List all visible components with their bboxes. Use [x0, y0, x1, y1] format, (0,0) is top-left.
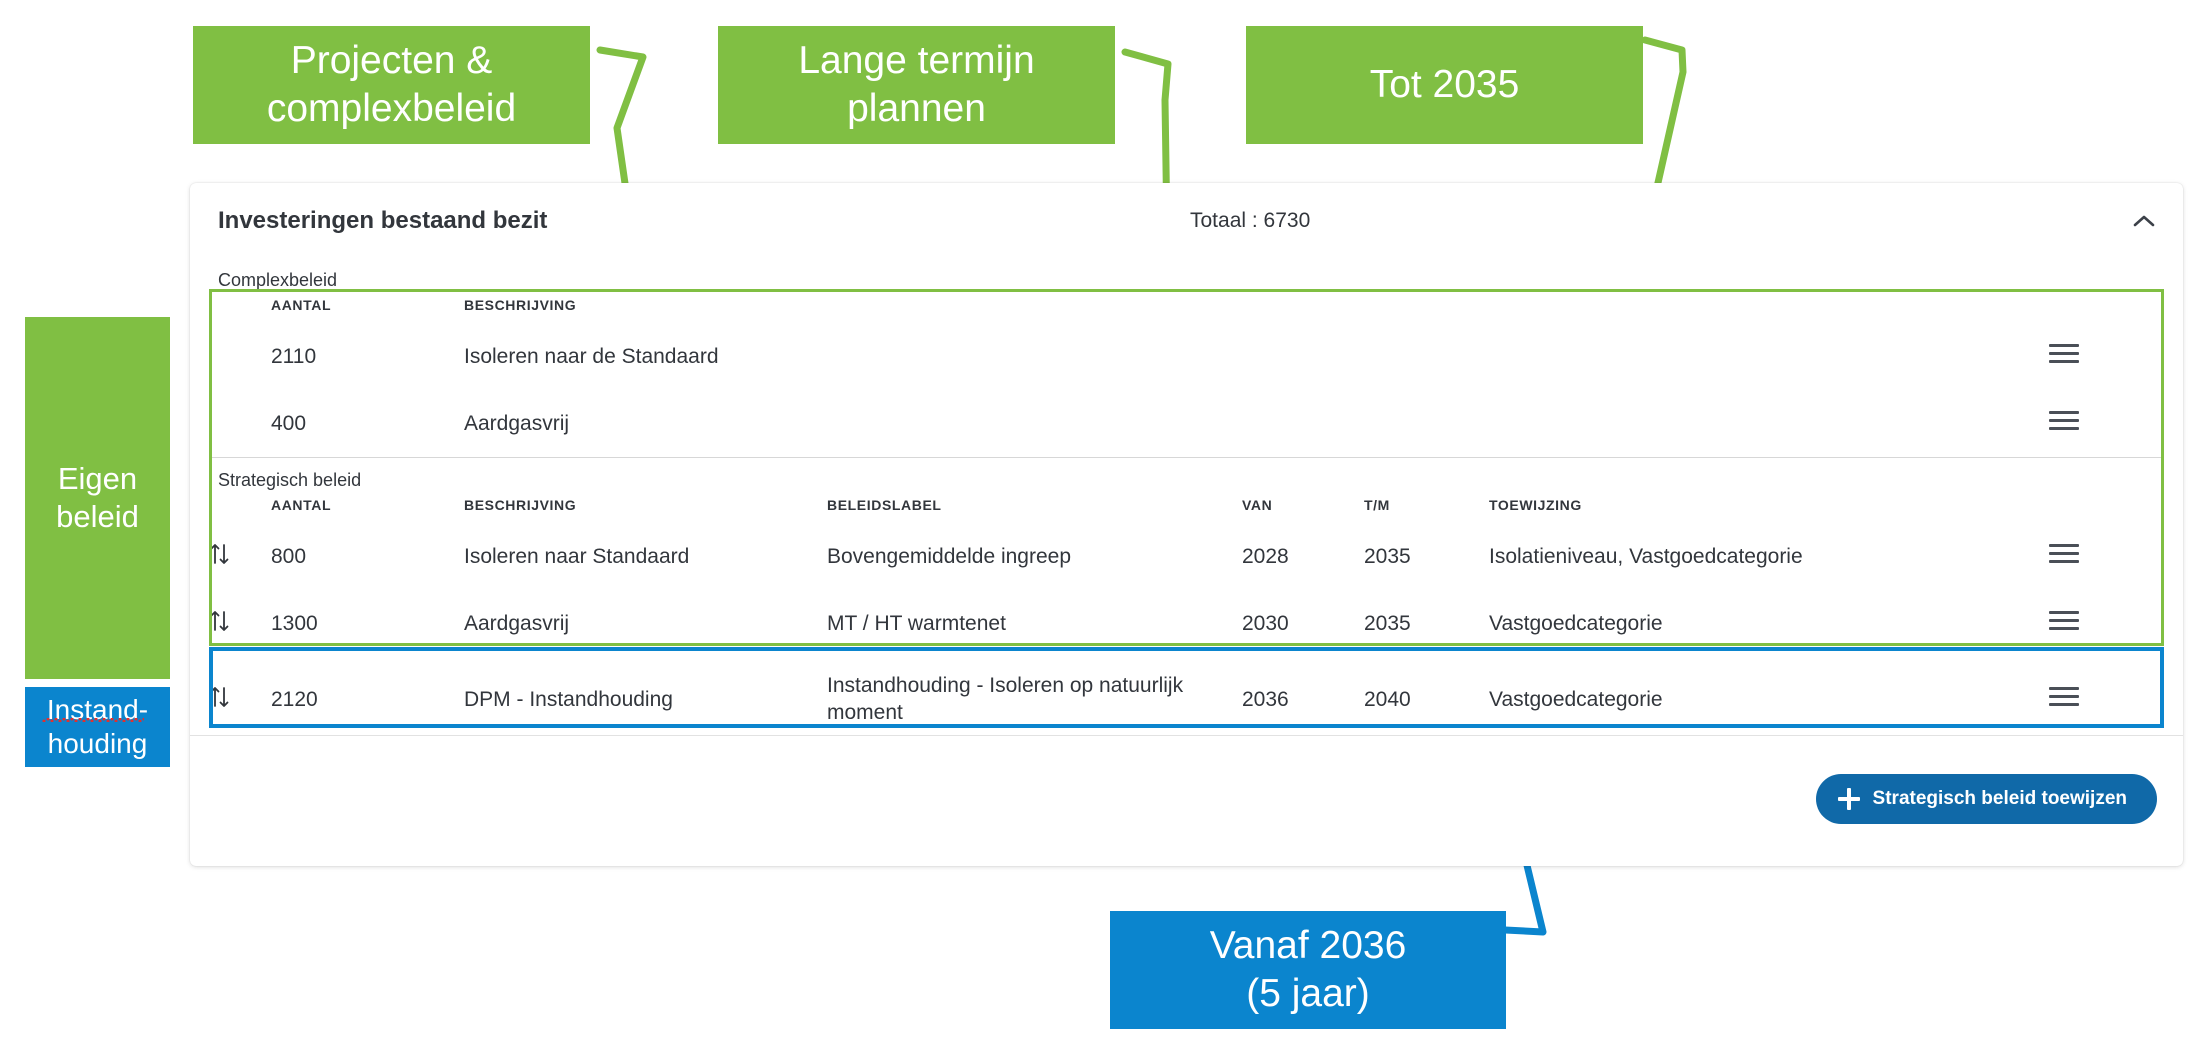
investeringen-card: Investeringen bestaand bezit Totaal : 67… [190, 183, 2183, 866]
row-sort-cell [209, 657, 271, 743]
row-menu-cell [2049, 590, 2164, 657]
cell-beschrijving: Aardgasvrij [464, 611, 570, 635]
row-menu-cell [2049, 657, 2164, 743]
cell-empty-4 [1489, 323, 2049, 390]
cell-tm: 2035 [1364, 544, 1411, 568]
table-row[interactable]: 2110 Isoleren naar de Standaard [209, 323, 2164, 390]
cell-aantal: 1300 [271, 611, 318, 635]
cell-aantal: 2120 [271, 687, 318, 711]
col-toewijzing: TOEWIJZING [1489, 497, 1582, 513]
table-header-row: AANTAL BESCHRIJVING [209, 289, 2164, 323]
col-empty-2 [1242, 289, 1364, 323]
card-header: Investeringen bestaand bezit Totaal : 67… [190, 183, 2183, 259]
cell-empty-1 [827, 390, 1242, 458]
col-tm: T/M [1364, 497, 1390, 513]
col-beschrijving: BESCHRIJVING [464, 497, 577, 513]
cell-beschrijving: Aardgasvrij [464, 390, 827, 458]
col-spacer [209, 289, 271, 323]
hamburger-menu-icon[interactable] [2049, 406, 2079, 435]
cell-van: 2028 [1242, 544, 1289, 568]
cell-tm: 2035 [1364, 611, 1411, 635]
sort-updown-icon[interactable] [209, 684, 231, 710]
page-title: Investeringen bestaand bezit [218, 207, 548, 234]
assign-strategic-policy-button[interactable]: Strategisch beleid toewijzen [1815, 774, 2157, 824]
row-spacer [209, 323, 271, 390]
col-menu [2049, 489, 2164, 523]
section-label-complexbeleid: Complexbeleid [218, 270, 338, 290]
cell-beleidslabel: MT / HT warmtenet [827, 611, 1006, 635]
complexbeleid-table: AANTAL BESCHRIJVING 2110 Isoleren naar d… [209, 289, 2164, 458]
cell-beschrijving: DPM - Instandhouding [464, 687, 673, 711]
cell-aantal: 2110 [271, 344, 317, 368]
cell-toewijzing: Vastgoedcategorie [1489, 611, 1663, 635]
callout-instandhouding: Instand- houding [25, 687, 170, 767]
col-empty-3 [1364, 289, 1489, 323]
table-header-row: AANTAL BESCHRIJVING BELEIDSLABEL VAN T/M… [209, 489, 2164, 523]
callout-eigen-beleid: Eigen beleid [25, 317, 170, 679]
col-empty-4 [1489, 289, 2049, 323]
cell-beschrijving: Isoleren naar Standaard [464, 544, 690, 568]
cell-beleidslabel: Bovengemiddelde ingreep [827, 544, 1072, 568]
cell-tm: 2040 [1364, 687, 1411, 711]
cell-empty-4 [1489, 390, 2049, 458]
plus-icon [1837, 788, 1860, 810]
cell-empty-2 [1242, 323, 1364, 390]
col-beleidslabel: BELEIDSLABEL [827, 497, 942, 513]
card-footer: Strategisch beleid toewijzen [190, 735, 2183, 866]
row-sort-cell [209, 590, 271, 657]
col-beschrijving: BESCHRIJVING [464, 297, 577, 313]
cell-van: 2030 [1242, 611, 1289, 635]
sort-updown-icon[interactable] [209, 608, 231, 634]
table-row[interactable]: 800 Isoleren naar Standaard Bovengemidde… [209, 523, 2164, 590]
table-row[interactable]: 2120 DPM - Instandhouding Instandhouding… [209, 657, 2164, 743]
sort-updown-icon[interactable] [209, 541, 231, 567]
cell-empty-2 [1242, 390, 1364, 458]
row-menu-cell [2049, 390, 2164, 458]
col-aantal: AANTAL [271, 497, 332, 513]
cell-beschrijving: Isoleren naar de Standaard [464, 344, 719, 368]
hamburger-menu-icon[interactable] [2049, 339, 2079, 368]
row-menu-cell [2049, 523, 2164, 590]
chevron-up-icon[interactable] [2127, 204, 2161, 238]
assign-button-label: Strategisch beleid toewijzen [1872, 788, 2127, 809]
table-row[interactable]: 1300 Aardgasvrij MT / HT warmtenet 2030 … [209, 590, 2164, 657]
cell-van: 2036 [1242, 687, 1289, 711]
cell-aantal: 800 [271, 544, 307, 568]
section-label-strategisch-beleid: Strategisch beleid [218, 470, 362, 490]
col-van: VAN [1242, 497, 1273, 513]
cell-toewijzing: Vastgoedcategorie [1489, 687, 1663, 711]
cell-beleidslabel: Instandhouding - Isoleren op natuurlijk … [827, 674, 1184, 724]
cell-toewijzing: Isolatieniveau, Vastgoedcategorie [1489, 544, 1803, 568]
col-spacer [209, 489, 271, 523]
callout-tot-2035: Tot 2035 [1246, 26, 1643, 144]
hamburger-menu-icon[interactable] [2049, 682, 2079, 711]
callout-lange-termijn-plannen: Lange termijn plannen [718, 26, 1115, 144]
cell-empty-3 [1364, 323, 1489, 390]
row-spacer [209, 390, 271, 458]
col-aantal: AANTAL [271, 297, 332, 313]
callout-vanaf-2036: Vanaf 2036 (5 jaar) [1110, 911, 1506, 1029]
cell-empty-3 [1364, 390, 1489, 458]
card-total-label: Totaal : 6730 [1190, 209, 1311, 232]
table-row[interactable]: 400 Aardgasvrij [209, 390, 2164, 458]
cell-empty-1 [827, 323, 1242, 390]
col-menu [2049, 289, 2164, 323]
col-empty-1 [827, 289, 1242, 323]
hamburger-menu-icon[interactable] [2049, 539, 2079, 568]
row-menu-cell [2049, 323, 2164, 390]
cell-aantal: 400 [271, 390, 464, 458]
strategisch-beleid-table: AANTAL BESCHRIJVING BELEIDSLABEL VAN T/M… [209, 489, 2164, 743]
hamburger-menu-icon[interactable] [2049, 606, 2079, 635]
row-sort-cell [209, 523, 271, 590]
callout-projecten-complexbeleid: Projecten & complexbeleid [193, 26, 590, 144]
